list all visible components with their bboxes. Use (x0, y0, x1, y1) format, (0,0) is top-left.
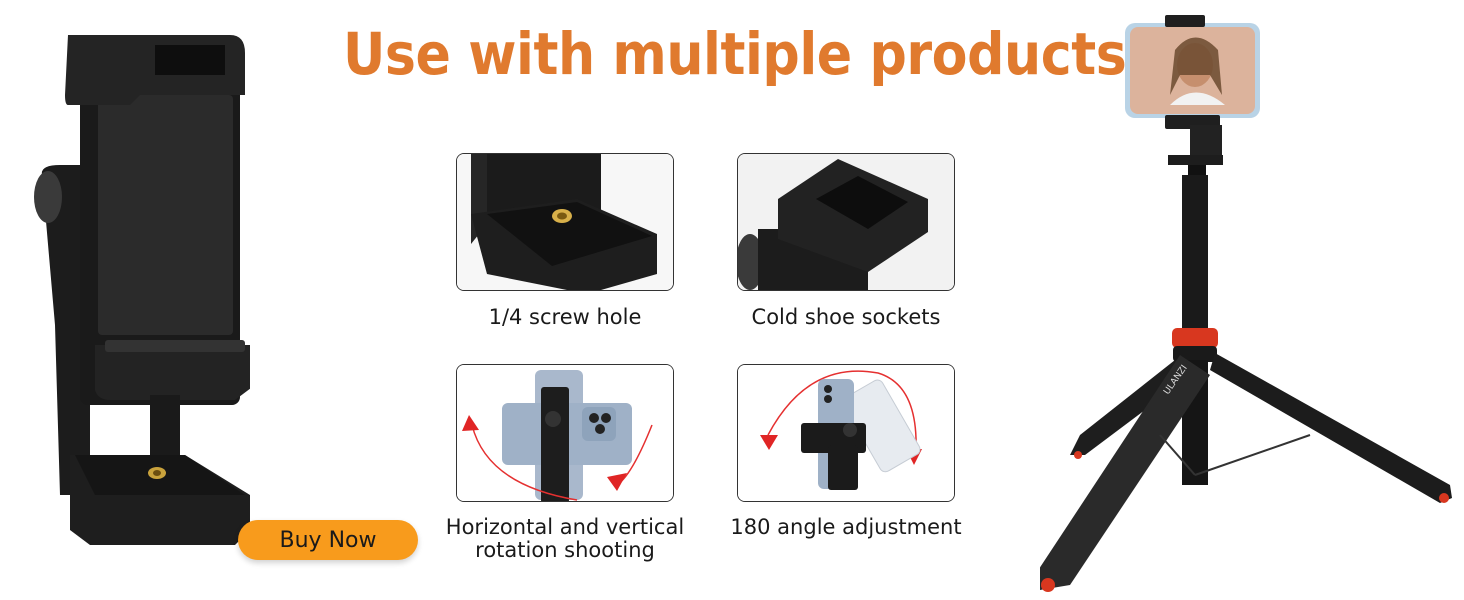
phone-holder-image (20, 25, 250, 570)
tripod-image: ULANZI (1040, 15, 1460, 595)
feature-caption-rotation: Horizontal and vertical rotation shootin… (436, 516, 694, 562)
feature-card-rotation (456, 364, 674, 502)
feature-card-cold-shoe (737, 153, 955, 291)
feature-caption-screw-hole: 1/4 screw hole (488, 305, 642, 329)
caption-line-1: Horizontal and vertical (445, 515, 685, 539)
feature-card-screw-hole (456, 153, 674, 291)
feature-caption-cold-shoe: Cold shoe sockets (751, 305, 941, 329)
buy-now-button[interactable]: Buy Now (238, 520, 418, 560)
feature-caption-angle: 180 angle adjustment (730, 515, 962, 539)
headline: Use with multiple products (343, 20, 1127, 88)
feature-card-angle (737, 364, 955, 502)
caption-line-2: rotation shooting (475, 538, 655, 562)
